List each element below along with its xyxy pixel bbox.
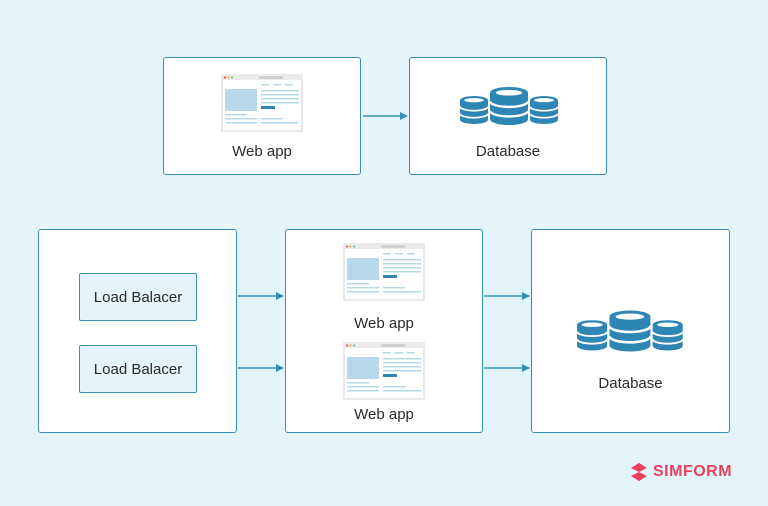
database-label: Database: [475, 143, 541, 160]
load-balancer-group: Load Balacer Load Balacer: [38, 229, 237, 433]
webapp-label: Web app: [232, 143, 292, 160]
top-webapp-box: Web app: [163, 57, 361, 175]
load-balancer-1: Load Balacer: [79, 273, 197, 321]
webapp-label-1: Web app: [354, 315, 414, 332]
bottom-database-box: Database: [531, 229, 730, 433]
top-database-box: Database: [409, 57, 607, 175]
logo-text: SIMFORM: [653, 463, 733, 480]
load-balancer-2: Load Balacer: [79, 345, 197, 393]
database-label: Database: [598, 375, 663, 392]
simform-logo: SIMFORM: [629, 462, 732, 482]
simform-logo-icon: [631, 463, 647, 481]
webapp-group-box: Web app Web app: [285, 229, 483, 433]
webapp-label-2: Web app: [354, 406, 414, 423]
